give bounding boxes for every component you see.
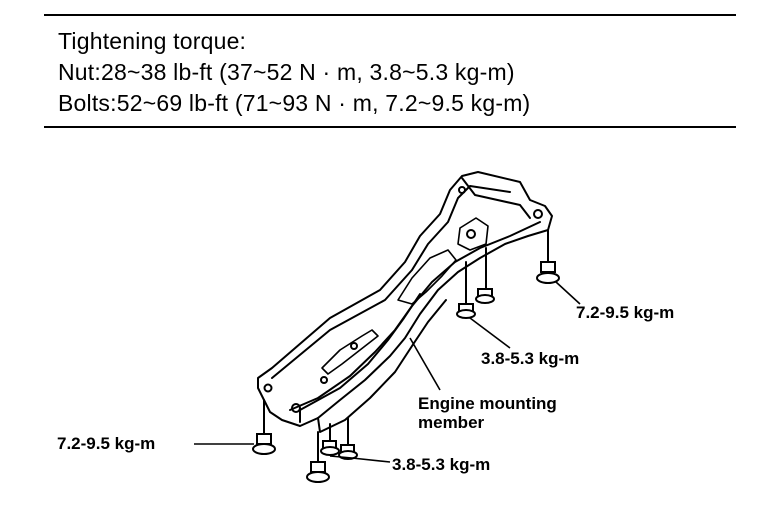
label-engine-mounting: Engine mounting [418,394,557,413]
leader-bottom-nut [351,457,391,463]
member-outline [257,171,553,427]
label-member: member [418,413,485,432]
right-nut-upper-icon [475,288,495,304]
bottom-bolt-icon [306,461,330,483]
leader-right-nut [469,317,511,349]
label-left-bolt-torque: 7.2-9.5 kg-m [57,434,156,453]
label-right-nut-torque: 3.8-5.3 kg-m [481,349,580,368]
leader-right-bolt [555,281,581,305]
torque-nut-spec: Nut:28~38 lb-ft (37~52 N · m, 3.8~5.3 kg… [58,59,515,85]
member-bracket [457,217,489,251]
torque-title: Tightening torque: [58,28,247,54]
bottom-nut-left-icon [320,440,340,456]
member-slot-cutout [321,329,379,375]
member-window-cutout [397,249,457,305]
left-bolt-icon [252,433,276,455]
right-bolt-icon [536,261,560,284]
label-bottom-nut-torque: 3.8-5.3 kg-m [392,455,491,474]
label-right-bolt-torque: 7.2-9.5 kg-m [576,303,675,322]
bottom-rule [44,126,736,128]
right-nut-lower-icon [456,303,476,319]
torque-bolts-spec: Bolts:52~69 lb-ft (71~93 N · m, 7.2~9.5 … [58,90,531,116]
top-rule [44,14,736,16]
leader-member [409,337,441,391]
